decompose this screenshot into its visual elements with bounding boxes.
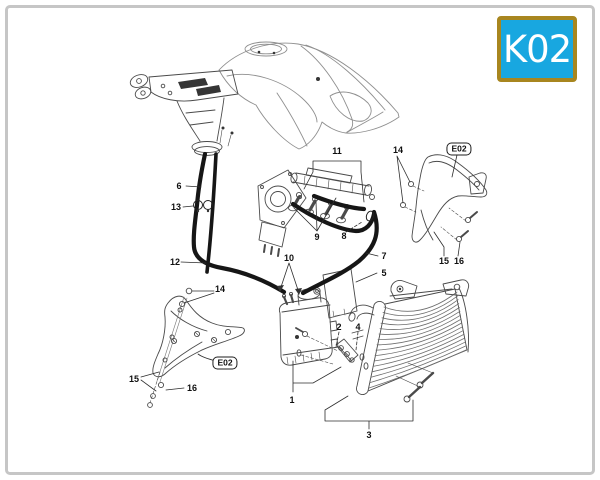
callout-8: 8 [341, 231, 347, 241]
ref-tag-e02-right[interactable]: E02 [446, 142, 472, 156]
radiator-drawing [348, 279, 470, 403]
callout-4: 4 [355, 322, 361, 332]
callout-10: 10 [283, 253, 295, 263]
callout-5: 5 [381, 268, 387, 278]
canister-bracket-drawing [295, 327, 369, 370]
callout-16-left: 16 [186, 383, 198, 393]
callout-16-right: 16 [453, 256, 465, 266]
canister-drawing [278, 287, 339, 366]
callout-12: 12 [169, 257, 181, 267]
fuel-hoses-drawing [191, 151, 379, 296]
callout-11: 11 [332, 146, 342, 156]
callout-1: 1 [289, 395, 295, 405]
hose-clamp [193, 200, 203, 210]
callout-9: 9 [314, 232, 320, 242]
callout-13: 13 [170, 202, 182, 212]
page-code-badge: K02 [497, 16, 577, 82]
ref-tag-e02-left[interactable]: E02 [212, 356, 238, 370]
filler-cap [244, 41, 288, 57]
callout-7: 7 [381, 251, 387, 261]
fuel-pump-flange [191, 141, 223, 153]
callout-2: 2 [336, 322, 342, 332]
throttle-body-assembly-drawing [257, 167, 375, 257]
callout-6: 6 [176, 181, 182, 191]
callout-15-right: 15 [438, 256, 450, 266]
fuel-tank-drawing [218, 41, 400, 150]
screw [185, 287, 193, 295]
radiator-fins [368, 291, 467, 389]
screw [407, 180, 415, 188]
bolt [301, 330, 309, 338]
callout-15-left: 15 [128, 374, 140, 384]
right-side-panel-drawing [399, 154, 488, 243]
callout-14-left: 14 [214, 284, 226, 294]
callout-leader-lines [140, 154, 461, 430]
callout-14-right: 14 [392, 145, 404, 155]
callout-3: 3 [366, 430, 372, 440]
left-mount-bracket-drawing [147, 287, 245, 408]
radiator-bolts [395, 362, 435, 403]
tank-front-bracket-drawing [129, 69, 239, 156]
